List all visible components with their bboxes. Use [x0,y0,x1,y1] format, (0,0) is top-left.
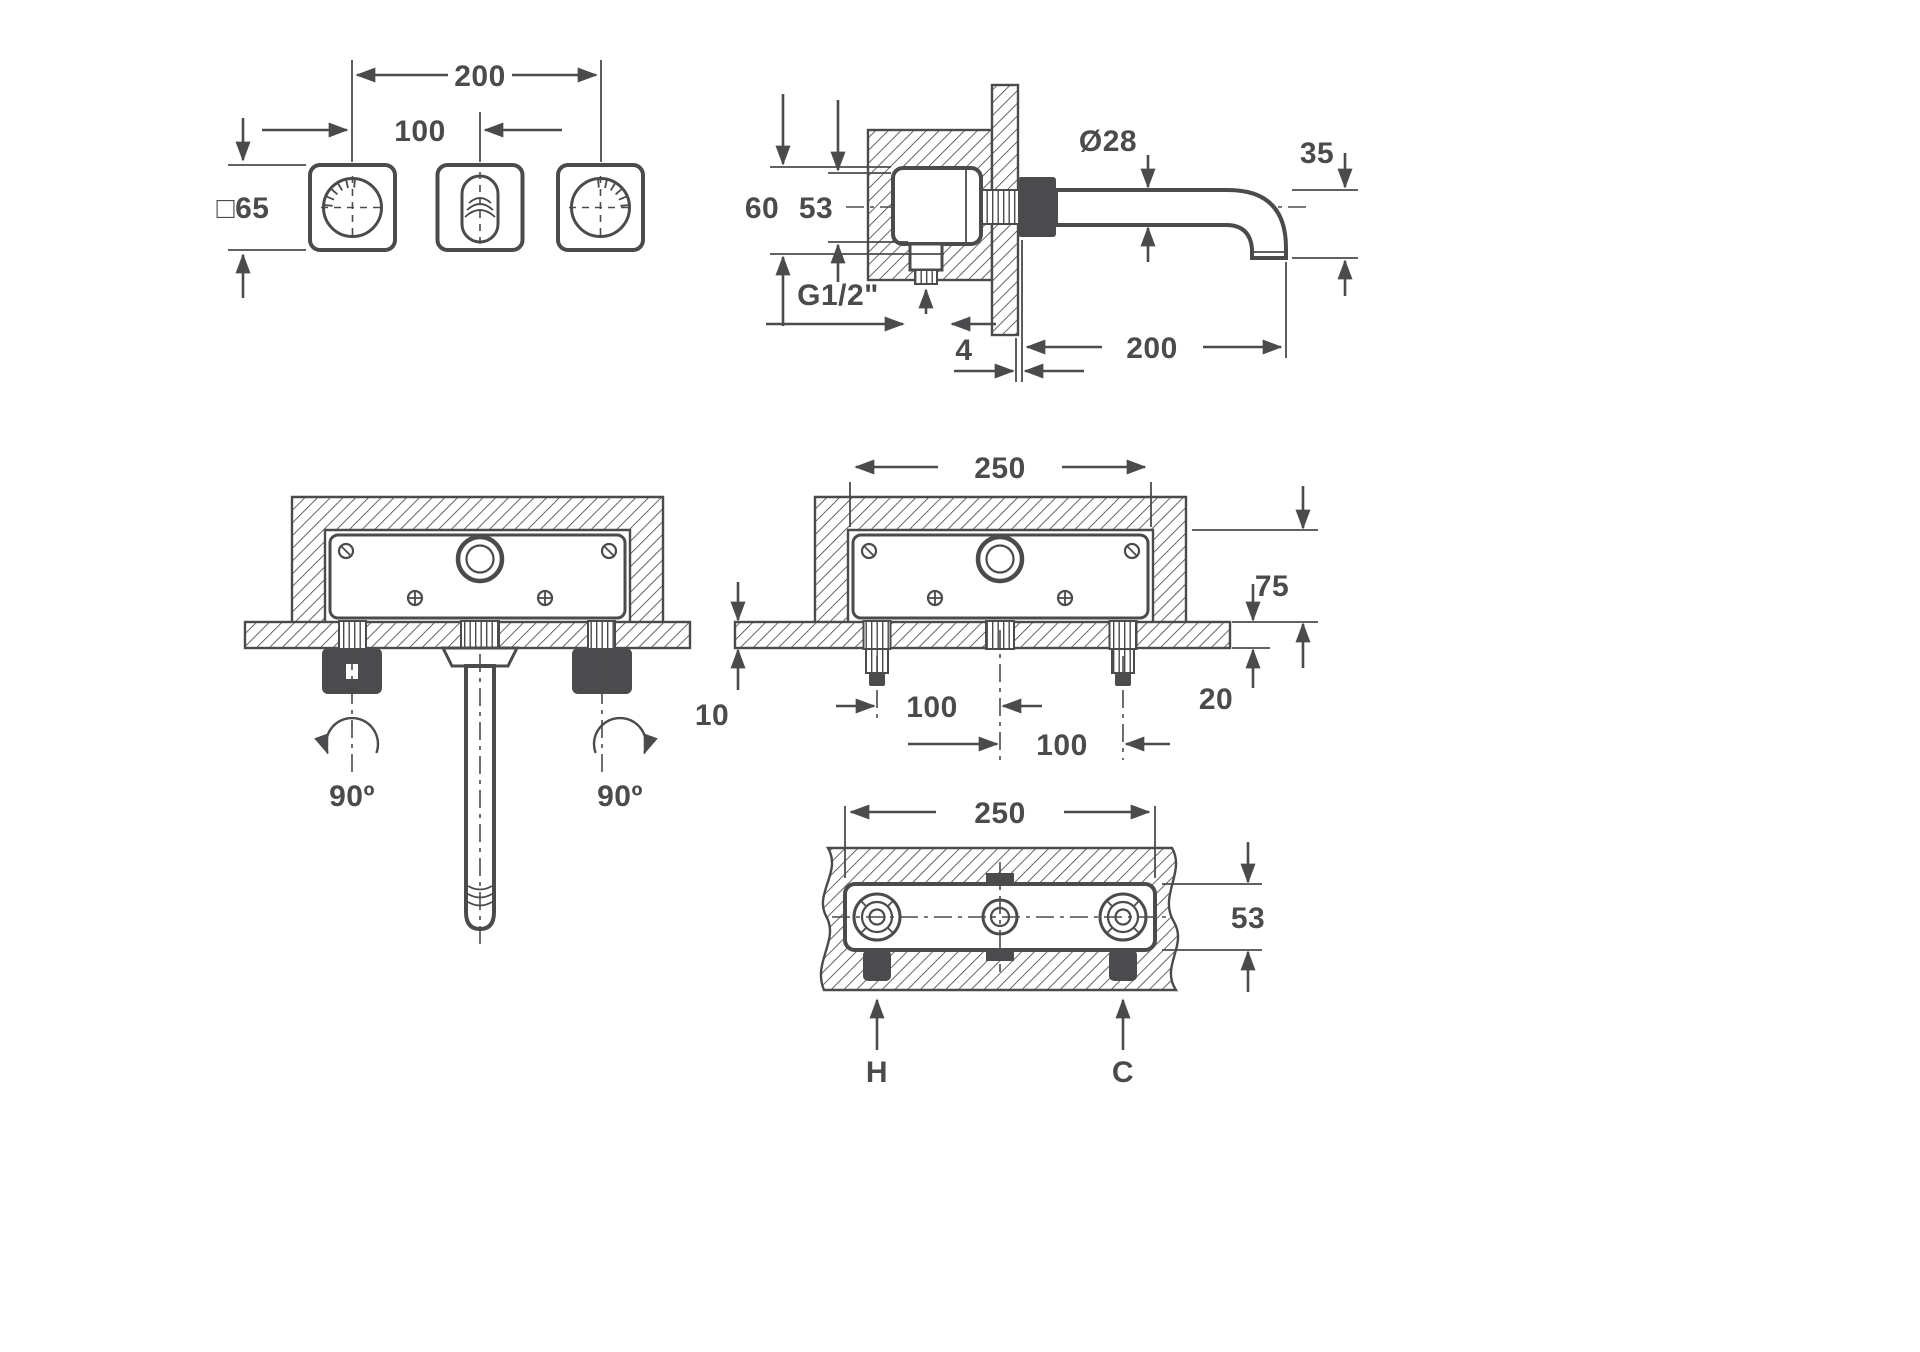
front-view-rough-in: 250 75 20 10 100 100 [695,452,1318,762]
dim-label: 53 [799,192,833,225]
dim-box-width: 250 [854,452,1147,485]
dim-label: 90º [597,780,643,813]
dim-handle-size: □65 [217,118,270,298]
handle-left-front [308,163,397,252]
dim-label: 200 [454,60,506,93]
dim-spout-diameter: Ø28 [1079,125,1156,262]
dim-port-offset: 53 [799,100,846,282]
front-view-installed: 90º 90º [243,495,692,948]
dim-label: 10 [695,699,729,732]
dim-trim-width: 200 [355,60,598,93]
dim-label: 4 [955,334,972,367]
valve-ports [406,589,554,607]
box-screws [860,542,1141,560]
wall-surface-section [733,620,1232,650]
dim-label: 100 [394,115,446,148]
handle-left-detail [346,664,358,679]
dim-thread: G1/2" [766,279,996,332]
dim-label: 53 [1231,902,1265,935]
dim-label: 60 [745,192,779,225]
dim-wall-gap: 4 [954,334,1084,379]
stud-right-tip [1115,673,1131,686]
hot-inlet-callout: H [866,998,888,1089]
dim-label: 250 [974,452,1026,485]
valve-shank [338,620,367,650]
cold-inlet [1109,950,1137,981]
valve-ports [926,589,1074,607]
rotation-left: 90º [314,716,380,813]
dim-wall-min: 10 [695,582,746,732]
check-valve-thread [914,269,938,285]
check-valve [908,242,944,272]
dim-label: 250 [974,797,1026,830]
valve-shank [862,620,892,650]
spout-port [455,534,505,584]
dim-body-height: 60 [745,94,791,326]
mounting-tab-top [986,873,1014,884]
mixer-body [891,166,983,246]
dim-spout-reach: 200 [1025,332,1283,365]
dim-spout-drop: 35 [1300,137,1353,296]
dim-label: □65 [217,192,270,225]
dim-trim-spacing: 100 [262,115,562,148]
dim-wall-max: 20 [1199,584,1261,716]
mounting-tab-bottom [986,950,1014,961]
dim-body-depth: 53 [1231,842,1265,992]
dim-label: 75 [1255,570,1289,603]
cold-inlet-callout: C [1112,998,1134,1089]
dial-ticks [324,179,356,207]
dim-box-height: 75 [1255,486,1311,668]
dim-spacing-right: 100 [908,729,1170,762]
dim-label: 35 [1300,137,1334,170]
plan-view: 250 53 H C [819,797,1265,1089]
handle-right [572,648,632,694]
dim-spacing-left: 100 [836,691,1042,724]
hot-label: H [866,1056,888,1089]
valve-port-right [1098,892,1148,942]
valve-shank [587,620,616,650]
dim-label: 200 [1126,332,1178,365]
box-screws [337,542,618,560]
rotation-arrow-right [592,716,658,755]
spout-port-center [981,898,1019,936]
stud-left-tip [869,673,885,686]
hot-inlet [863,950,891,981]
front-trim-view: 200 100 □65 [217,60,645,298]
dim-label: 90º [329,780,375,813]
handle-right-front [556,163,645,252]
valve-port-left [852,892,902,942]
spout-shank [460,620,500,650]
dim-label: 100 [1036,729,1088,762]
dim-label: 20 [1199,683,1233,716]
handle-mixer-front [435,163,525,252]
dim-label: 100 [906,691,958,724]
dim-label: Ø28 [1079,125,1137,158]
rotation-arrow-left [314,716,380,755]
wall-nipple [980,189,1020,225]
cold-label: C [1112,1056,1134,1089]
spout-port [975,534,1025,584]
escutcheon-nut [1018,177,1056,237]
dim-label: G1/2" [797,279,879,312]
side-section-view: Ø28 35 60 53 G1/2" 4 [745,83,1358,382]
dim-body-width: 250 [849,797,1151,830]
dial-ticks [597,179,629,207]
rotation-right: 90º [592,716,658,813]
valve-shank [1108,620,1138,650]
spout-side [1054,188,1288,260]
